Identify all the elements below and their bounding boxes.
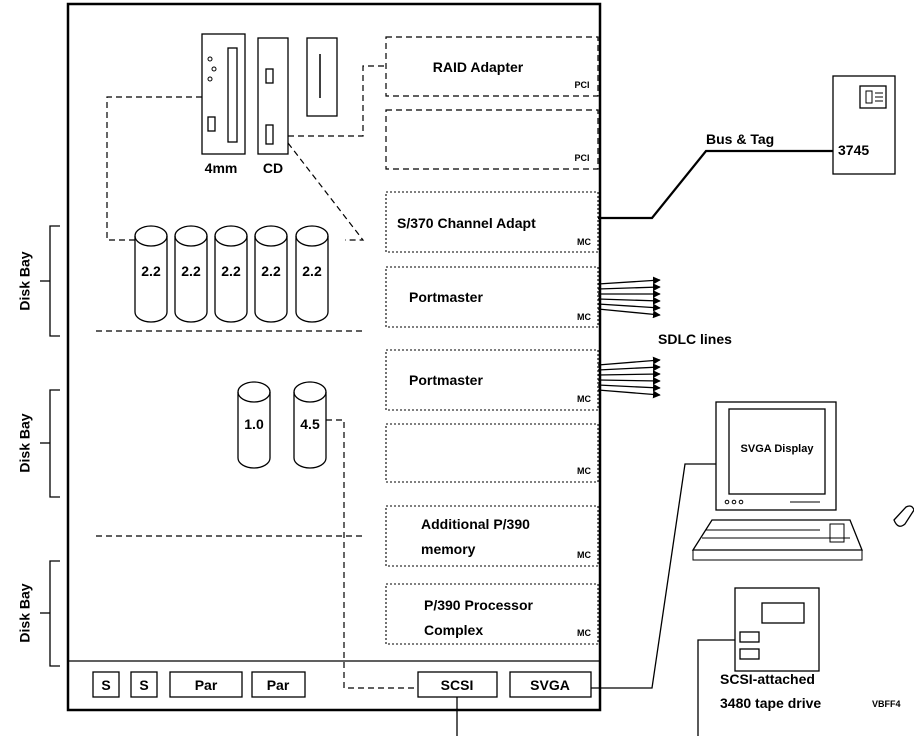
label-4mm: 4mm: [205, 160, 238, 176]
disk: 2.2: [295, 225, 329, 323]
serial-port-2: S: [130, 671, 158, 698]
svg-text:Complex: Complex: [424, 622, 483, 638]
scsi-cable-cd: [287, 142, 365, 241]
disk-bay-label-1: Disk Bay: [17, 251, 33, 310]
sdlc-lines-1: [597, 276, 661, 319]
disk-bay-bracket-1: [49, 225, 60, 337]
raid-adapter-slot: RAID Adapter PCI: [385, 36, 599, 97]
svg-text:PCI: PCI: [574, 153, 589, 163]
controller-label: 3745: [838, 142, 869, 158]
svga-display: SVGA Display: [715, 401, 837, 511]
tape-label-line2: 3480 tape drive: [720, 695, 821, 711]
svg-text:MC: MC: [577, 394, 591, 404]
svg-text:S/370 Channel Adapt: S/370 Channel Adapt: [397, 215, 536, 231]
svga-port: SVGA: [509, 671, 592, 698]
system-enclosure: [66, 2, 602, 712]
svg-text:Portmaster: Portmaster: [409, 372, 483, 388]
disk-capacity: 2.2: [221, 263, 241, 279]
disk-bay-bracket-3: [49, 560, 60, 667]
disk-capacity: 2.2: [261, 263, 281, 279]
portmaster-slot-2: Portmaster MC: [385, 349, 599, 411]
svg-text:SVGA: SVGA: [530, 677, 570, 693]
p390-memory-slot: Additional P/390 memory MC: [385, 505, 599, 567]
svg-text:Additional P/390: Additional P/390: [421, 516, 530, 532]
scsi-port: SCSI: [417, 671, 498, 698]
disk: 2.2: [254, 225, 288, 323]
tape-scsi-cable: [697, 639, 735, 736]
keyboard: [691, 519, 863, 561]
scsi-cable-disk: [326, 419, 418, 689]
disk: 4.5: [293, 381, 327, 469]
disk-bay-bracket-2: [49, 389, 60, 498]
mouse-icon: [893, 505, 914, 527]
disk: 1.0: [237, 381, 271, 469]
label-cd: CD: [263, 160, 283, 176]
disk-bay-label-3: Disk Bay: [17, 583, 33, 642]
tape-drive-4mm: [201, 33, 246, 155]
disk-capacity: 1.0: [244, 416, 264, 432]
parallel-port-1: Par: [169, 671, 243, 698]
empty-mc-slot: MC: [385, 423, 599, 483]
svg-text:RAID Adapter: RAID Adapter: [433, 59, 524, 75]
sdlc-lines-2: [597, 356, 661, 399]
serial-port-1: S: [92, 671, 120, 698]
disk: 2.2: [174, 225, 208, 323]
parallel-port-2: Par: [251, 671, 306, 698]
svg-text:MC: MC: [577, 237, 591, 247]
disk: 2.2: [134, 225, 168, 323]
svg-text:MC: MC: [577, 312, 591, 322]
svg-text:memory: memory: [421, 541, 476, 557]
svga-cable: [591, 463, 716, 689]
svg-text:Portmaster: Portmaster: [409, 289, 483, 305]
portmaster-slot-1: Portmaster MC: [385, 266, 599, 328]
tape-label-line1: SCSI-attached: [720, 671, 815, 687]
scsi-cable-4mm: [106, 96, 202, 241]
bus-tag-label: Bus & Tag: [706, 131, 774, 147]
bus-tag-cable: [598, 149, 834, 220]
disk-capacity: 2.2: [181, 263, 201, 279]
disk: 2.2: [214, 225, 248, 323]
svg-text:P/390 Processor: P/390 Processor: [424, 597, 534, 613]
s370-channel-adapter-slot: S/370 Channel Adapt MC: [385, 191, 599, 253]
tape-drive-3480: [734, 587, 820, 672]
controller-3745: 3745: [832, 75, 896, 175]
empty-media-bay: [306, 37, 338, 117]
svg-text:MC: MC: [577, 466, 591, 476]
disk-capacity: 2.2: [141, 263, 161, 279]
sdlc-label: SDLC lines: [658, 331, 732, 347]
svg-text:S: S: [101, 677, 110, 693]
cd-drive: [257, 37, 289, 155]
svg-text:SCSI: SCSI: [441, 677, 474, 693]
disk-capacity: 4.5: [300, 416, 320, 432]
disk-capacity: 2.2: [302, 263, 322, 279]
svg-text:S: S: [139, 677, 148, 693]
svg-text:MC: MC: [577, 628, 591, 638]
svg-text:MC: MC: [577, 550, 591, 560]
figure-id: VBFF4: [872, 699, 901, 709]
svg-text:Par: Par: [267, 677, 290, 693]
display-label: SVGA Display: [741, 443, 815, 455]
scsi-cable-raid: [288, 65, 386, 137]
p390-processor-slot: P/390 Processor Complex MC: [385, 583, 599, 645]
svg-text:Par: Par: [195, 677, 218, 693]
empty-pci-slot: PCI: [385, 109, 599, 170]
disk-bay-label-2: Disk Bay: [17, 413, 33, 472]
svg-text:PCI: PCI: [574, 80, 589, 90]
